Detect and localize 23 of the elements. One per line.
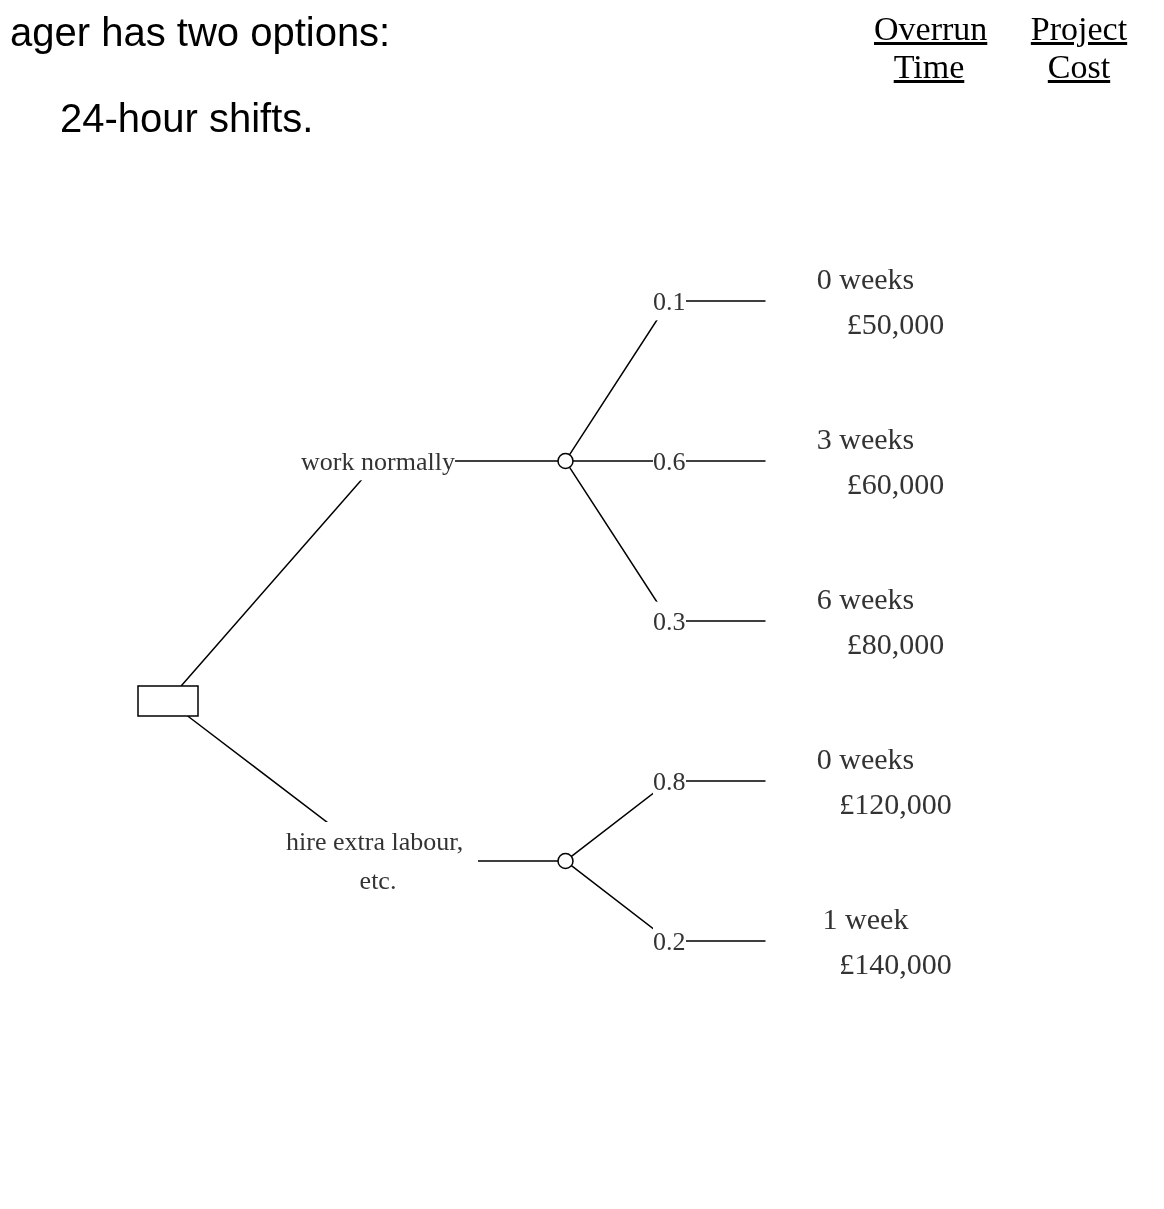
- node-circle: [557, 452, 574, 470]
- edge-label: work normally: [301, 446, 456, 476]
- edge-label: 0.8: [653, 766, 686, 796]
- node-text: 0 weeks: [817, 742, 915, 775]
- edge-label: 0.2: [653, 926, 686, 956]
- node-box: [137, 685, 199, 717]
- node-label: £60,000: [847, 467, 945, 500]
- heading-text: 24-hour shifts.: [60, 96, 315, 141]
- column-header: Project Cost: [1029, 10, 1129, 86]
- node-label: £140,000: [839, 947, 952, 980]
- node-text: 0 weeks: [817, 262, 915, 295]
- edge-label: hire extra labour, etc.: [286, 827, 464, 895]
- heading-text: ager has two options:: [10, 10, 391, 55]
- edge-label: 0.6: [653, 446, 686, 476]
- edge-label: 0.3: [653, 606, 686, 636]
- edge-label: 0.1: [653, 286, 686, 316]
- node-text: 3 weeks: [817, 422, 915, 455]
- node-label: £120,000: [839, 787, 952, 820]
- node-text: 1 week: [822, 902, 909, 935]
- node-label: £50,000: [847, 307, 945, 340]
- node-label: £80,000: [847, 627, 945, 660]
- node-circle: [557, 852, 574, 870]
- node-text: 6 weeks: [817, 582, 915, 615]
